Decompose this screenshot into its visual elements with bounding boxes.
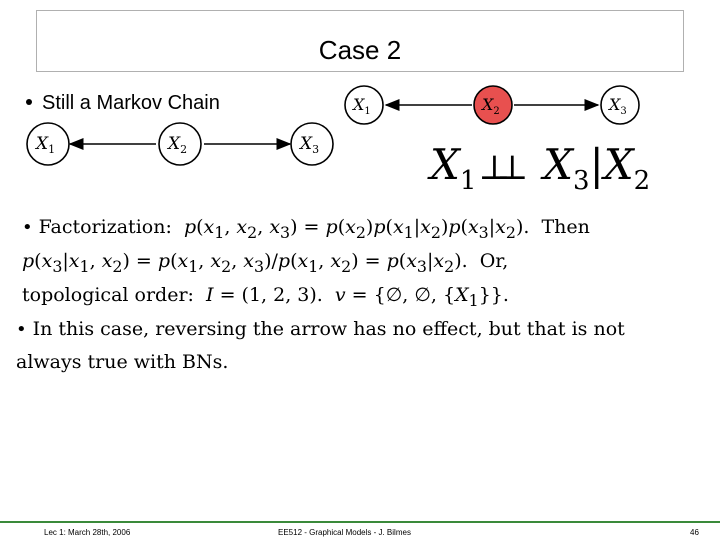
node-x3: X3 xyxy=(600,85,640,125)
conditional-independence: X1⊥⊥ X3|X2 xyxy=(430,140,651,196)
graph-right: X1 X2 X3 xyxy=(344,85,640,125)
note-line2: always true with BNs. xyxy=(16,351,228,373)
factorization-line3: topological order: I = (1, 2, 3). v = {∅… xyxy=(22,284,509,310)
graph-left: X1 X2 X3 xyxy=(26,122,334,166)
footer-center: EE512 - Graphical Models - J. Bilmes xyxy=(278,528,411,537)
note-line1: •In this case, reversing the arrow has n… xyxy=(16,318,625,340)
note-text-1: In this case, reversing the arrow has no… xyxy=(32,318,625,340)
bullet-dot xyxy=(26,98,32,105)
factorization-line2: p(x3|x1, x2) = p(x1, x2, x3)/p(x1, x2) =… xyxy=(22,250,509,276)
bullet-text: Still a Markov Chain xyxy=(42,92,220,114)
node-x1: X1 xyxy=(26,122,70,166)
node-x2: X2 xyxy=(158,122,202,166)
footer-left: Lec 1: March 28th, 2006 xyxy=(44,528,131,537)
node-x2-observed: X2 xyxy=(473,85,513,125)
note-text-2: always true with BNs. xyxy=(16,351,229,373)
bullet-item: Still a Markov Chain xyxy=(26,92,220,115)
node-x1: X1 xyxy=(344,85,384,125)
slide-title: Case 2 xyxy=(318,35,402,65)
factorization-line1: •Factorization: p(x1, x2, x3) = p(x2)p(x… xyxy=(22,216,590,242)
page-number: 46 xyxy=(690,528,699,537)
footer-divider xyxy=(0,521,720,523)
title-box: Case 2 xyxy=(36,10,684,72)
node-x3: X3 xyxy=(290,122,334,166)
